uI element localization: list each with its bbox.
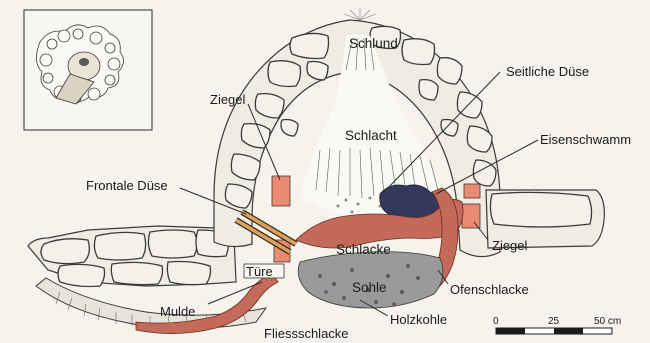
scale-bar: 0 25 50 cm <box>493 316 621 334</box>
inset-overview <box>24 10 152 130</box>
label-holzkohle: Holzkohle <box>390 312 447 327</box>
brick-right-lower <box>462 204 480 228</box>
scale-tick-0: 0 <box>493 316 499 327</box>
brick-right-upper <box>464 184 480 198</box>
label-fliessschlacke: Fliessschlacke <box>264 326 349 341</box>
brick-left-upper <box>272 176 290 206</box>
label-ziegel-left: Ziegel <box>210 92 246 107</box>
label-eisenschwamm: Eisenschwamm <box>540 132 631 147</box>
label-ziegel-right: Ziegel <box>492 238 528 253</box>
scale-tick-25: 25 <box>548 316 560 327</box>
label-mulde: Mulde <box>160 304 195 319</box>
left-low-wall <box>28 226 236 287</box>
label-schlacke: Schlacke <box>336 242 391 257</box>
label-schlacht: Schlacht <box>345 128 397 143</box>
label-schlund: Schlund <box>349 36 398 51</box>
label-frontale-duese: Frontale Düse <box>86 178 168 193</box>
label-seitliche-duese: Seitliche Düse <box>506 64 589 79</box>
label-ofenschlacke: Ofenschlacke <box>450 282 529 297</box>
label-tuere: Türe <box>246 264 273 279</box>
label-sohle: Sohle <box>352 280 387 295</box>
scale-tick-50: 50 cm <box>594 316 621 327</box>
